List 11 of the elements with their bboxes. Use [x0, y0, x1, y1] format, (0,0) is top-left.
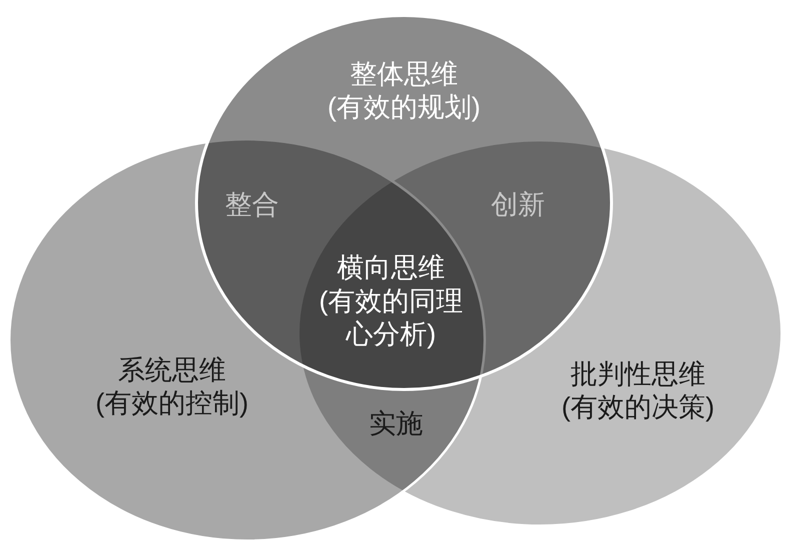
- ellipse-subtitle: (有效的规划): [328, 91, 480, 124]
- overlap-label: (有效的同理心分析): [318, 285, 464, 351]
- overlap-label: 创新: [491, 188, 545, 222]
- overlap-label: 整合: [225, 188, 279, 222]
- ellipse-subtitle: (有效的控制): [96, 387, 248, 420]
- ellipse-title: 系统思维: [118, 354, 226, 387]
- overlap-label: 横向思维: [337, 252, 445, 284]
- ellipse-title: 整体思维: [350, 58, 458, 91]
- ellipse-subtitle: (有效的决策): [562, 391, 714, 424]
- overlap-label: 实施: [369, 408, 423, 440]
- ellipse-title: 批判性思维: [570, 358, 706, 391]
